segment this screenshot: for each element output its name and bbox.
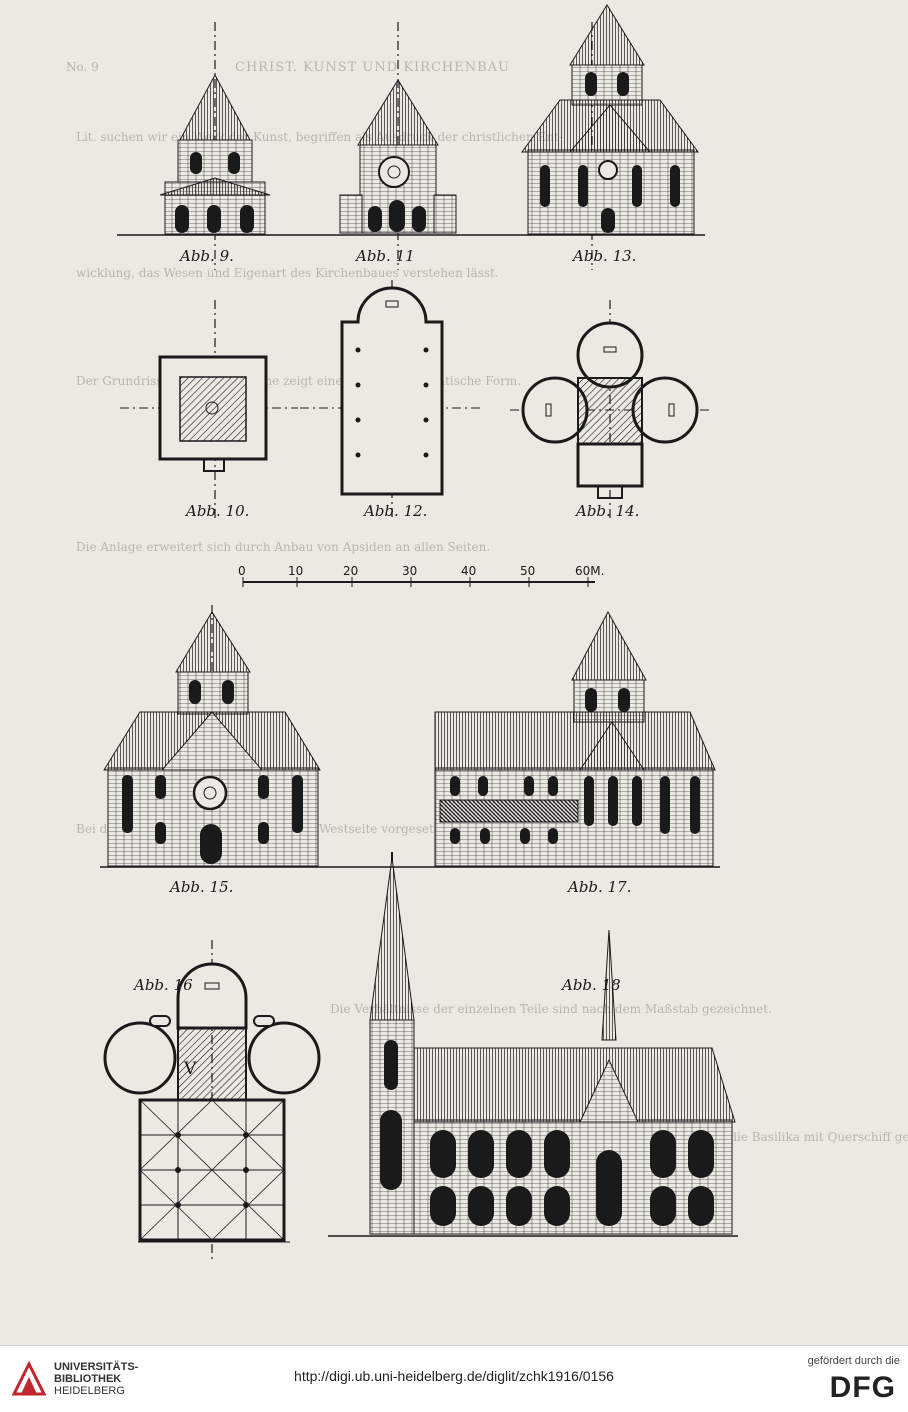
bleed-line: Die Anlage erweitert sich durch Anbau vo…: [76, 540, 491, 554]
dfg-logo: DFG: [829, 1371, 896, 1404]
scale-label: 10: [288, 564, 304, 578]
institution-line: BIBLIOTHEK: [54, 1373, 122, 1385]
caption-fig-12: Abb. 12.: [364, 502, 428, 520]
bleed-page-number: No. 9: [66, 60, 99, 74]
scanned-page: No. 9 CHRIST. KUNST UND KIRCHENBAU Lit. …: [66, 4, 908, 1262]
caption-fig-10: Abb. 10.: [186, 502, 250, 520]
caption-fig-15: Abb. 15.: [170, 878, 234, 896]
institution-name: UNIVERSITÄTS- BIBLIOTHEK HEIDELBERG: [54, 1361, 138, 1397]
scale-label: 30: [402, 564, 418, 578]
figure-10-plan: [120, 300, 298, 520]
scale-label: 60M.: [575, 564, 605, 578]
plan-marker: V: [183, 1059, 197, 1079]
bleed-header: CHRIST. KUNST UND KIRCHENBAU: [235, 60, 510, 75]
figure-14-plan: [510, 300, 712, 520]
scale-bar: [242, 577, 595, 587]
caption-fig-16: Abb. 16: [134, 976, 193, 994]
institution-line: UNIVERSITÄTS-: [54, 1361, 139, 1373]
figure-9-elevation: [159, 22, 271, 270]
scale-label: 40: [461, 564, 477, 578]
scale-label: 0: [238, 564, 246, 578]
illustration-plate: V: [100, 4, 738, 1262]
caption-fig-14: Abb. 14.: [576, 502, 640, 520]
figure-13-elevation: [521, 4, 699, 270]
digitization-footer: UNIVERSITÄTS- BIBLIOTHEK HEIDELBERG http…: [0, 1345, 908, 1412]
figure-17-elevation: [434, 610, 716, 867]
caption-fig-11: Abb. 11: [356, 247, 415, 265]
institution-line: HEIDELBERG: [54, 1385, 125, 1397]
figure-18-elevation: [369, 852, 736, 1235]
bleed-line: Die Verhältnisse der einzelnen Teile sin…: [330, 1002, 772, 1016]
figure-12-plan: [300, 280, 480, 520]
caption-fig-9: Abb. 9.: [180, 247, 234, 265]
figure-16-plan: V: [103, 940, 321, 1262]
caption-fig-18: Abb. 18: [562, 976, 621, 994]
scale-label: 50: [520, 564, 536, 578]
caption-fig-17: Abb. 17.: [568, 878, 632, 896]
bleed-line: wicklung, das Wesen und Eigenart des Kir…: [76, 266, 499, 280]
funder-label: gefördert durch die: [807, 1355, 900, 1367]
caption-fig-13: Abb. 13.: [573, 247, 637, 265]
figure-15-elevation: [103, 605, 321, 870]
source-url-link[interactable]: http://digi.ub.uni-heidelberg.de/diglit/…: [294, 1368, 614, 1384]
scale-label: 20: [343, 564, 359, 578]
figure-11-elevation: [339, 22, 457, 270]
university-library-logo-icon: [11, 1360, 47, 1396]
